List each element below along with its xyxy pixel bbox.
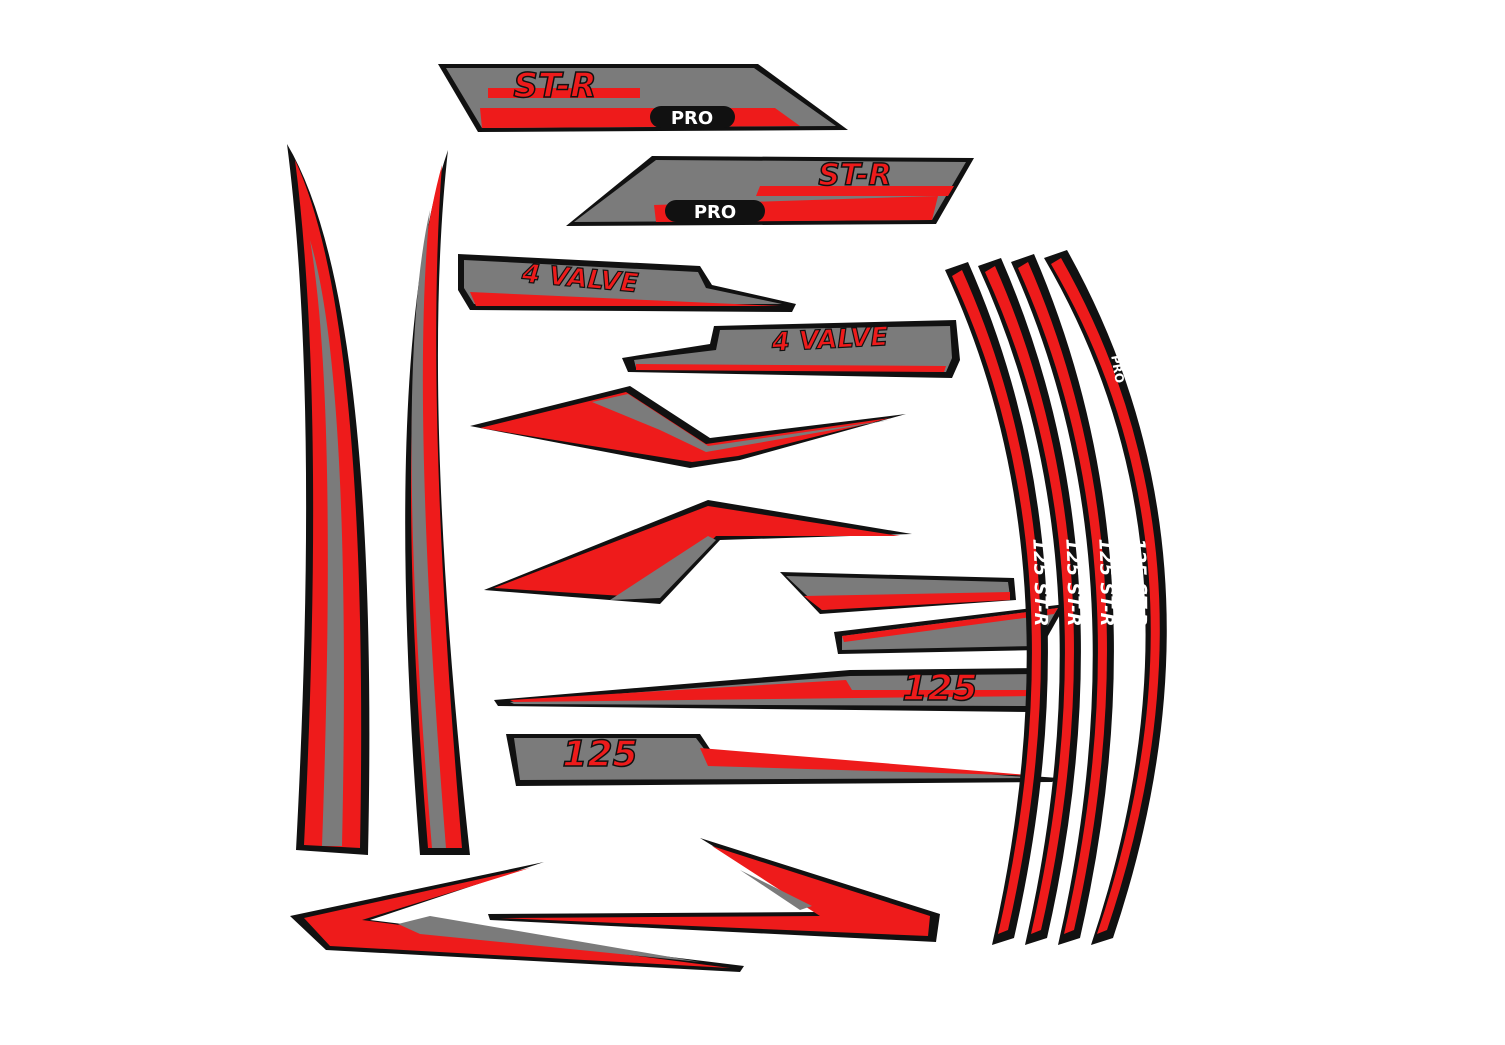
str-label: ST-R xyxy=(818,158,891,193)
valve-decal-2: 4 VALVE xyxy=(622,320,960,378)
cc-decal-2: 125 xyxy=(506,733,1058,786)
pro-label: PRO xyxy=(694,202,736,223)
rim-label: 125 ST-R xyxy=(1127,538,1150,627)
valve-label: 4 VALVE xyxy=(770,322,889,358)
left-side-strip-2 xyxy=(405,150,470,855)
rim-label: 125 ST-R xyxy=(1061,538,1084,627)
small-decal-1 xyxy=(780,572,1016,614)
rim-label-text: 125 ST-R xyxy=(1028,538,1051,627)
rim-label-text: 125 ST-R xyxy=(1094,538,1117,627)
rim-label-text: 125 ST-R xyxy=(1061,538,1084,627)
angular-decal-1 xyxy=(470,386,906,468)
small-decal-2 xyxy=(834,604,1066,654)
rim-pro-text: PRO xyxy=(1075,354,1094,384)
valve-decal-1: 4 VALVE xyxy=(458,254,796,312)
pro-label: PRO xyxy=(671,108,713,129)
rim-stripe-4: 125 ST-R PRO xyxy=(1044,250,1167,945)
bottom-chevron-right xyxy=(488,838,940,942)
str-pro-decal-top: PRO ST-R xyxy=(438,64,848,132)
left-side-strip-1 xyxy=(287,144,370,855)
rim-label-text: 125 ST-R xyxy=(1127,538,1150,627)
rim-pro-text: PRO xyxy=(1108,354,1127,384)
str-label: ST-R xyxy=(514,66,597,106)
angular-decal-2 xyxy=(484,500,912,604)
rim-pro-label: PRO xyxy=(1108,354,1127,384)
rim-label: 125 ST-R xyxy=(1028,538,1051,627)
cc-label: 125 xyxy=(562,734,637,775)
cc-label: 125 xyxy=(902,668,977,709)
cc-decal-1: 125 xyxy=(494,667,1044,712)
rim-pro-label: PRO xyxy=(1075,354,1094,384)
rim-label: 125 ST-R xyxy=(1094,538,1117,627)
rim-stripe-3: 125 ST-R PRO xyxy=(1011,254,1117,945)
str-pro-decal-second: PRO ST-R xyxy=(566,156,974,226)
bottom-chevron-left xyxy=(290,862,744,972)
